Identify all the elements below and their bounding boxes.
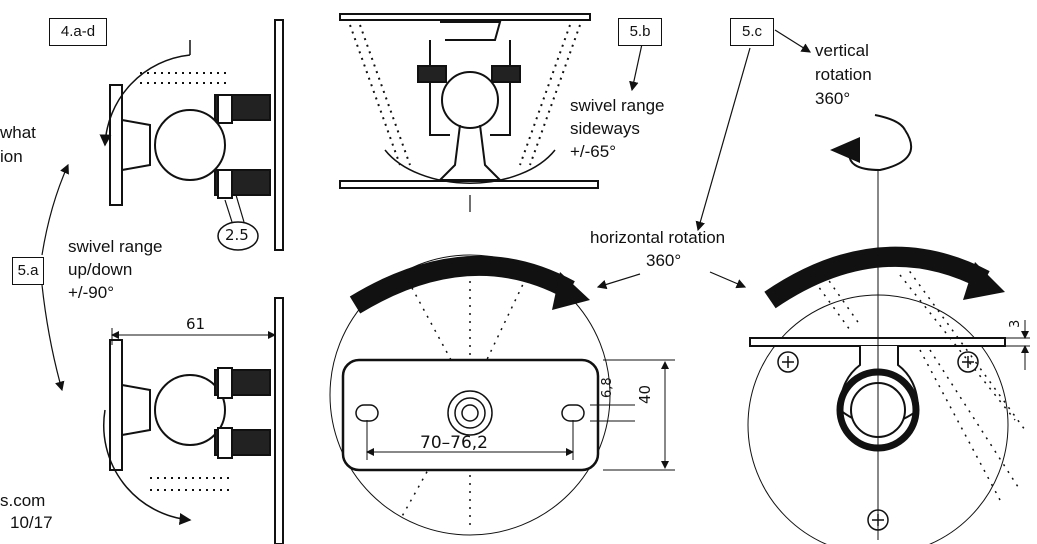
- vertical-label-2: rotation: [815, 65, 872, 84]
- horizontal-label-2: 360°: [646, 251, 682, 270]
- sideways-label-3: +/-65°: [570, 142, 617, 161]
- mount-front-view: [339, 13, 599, 189]
- plate-thickness-dimension: 3: [1008, 319, 1023, 328]
- sideways-label-1: swivel range: [570, 96, 665, 115]
- partial-text-1: what: [0, 123, 36, 142]
- plate-height-dimension: 40: [636, 384, 654, 404]
- footer-line-1: s.com: [0, 491, 46, 510]
- up-down-label-1: swivel range: [68, 237, 163, 256]
- vertical-label-1: vertical: [815, 41, 869, 60]
- vertical-label-3: 360°: [815, 89, 851, 108]
- ref-5b: 5.b: [618, 18, 662, 46]
- ref-4ad: 4.a-d: [49, 18, 107, 46]
- mount-side-view-bottom: [109, 297, 284, 544]
- ref-5a: 5.a: [12, 257, 44, 285]
- sideways-label-2: sideways: [570, 119, 640, 138]
- mounting-plate: [341, 358, 600, 472]
- partial-text-2: ion: [0, 147, 23, 166]
- depth-dimension: 61: [186, 315, 206, 333]
- mount-side-view-top: [109, 19, 284, 251]
- screw-size-label: 2.5: [225, 226, 249, 244]
- footer-line-2: 10/17: [10, 513, 53, 532]
- up-down-label-2: up/down: [68, 260, 133, 279]
- hole-spacing-dimension: 70–76,2: [420, 433, 488, 453]
- ref-5c: 5.c: [730, 18, 774, 46]
- up-down-label-3: +/-90°: [68, 283, 115, 302]
- horizontal-label-1: horizontal rotation: [590, 228, 726, 247]
- hole-dia-dimension: 6,8: [600, 377, 615, 398]
